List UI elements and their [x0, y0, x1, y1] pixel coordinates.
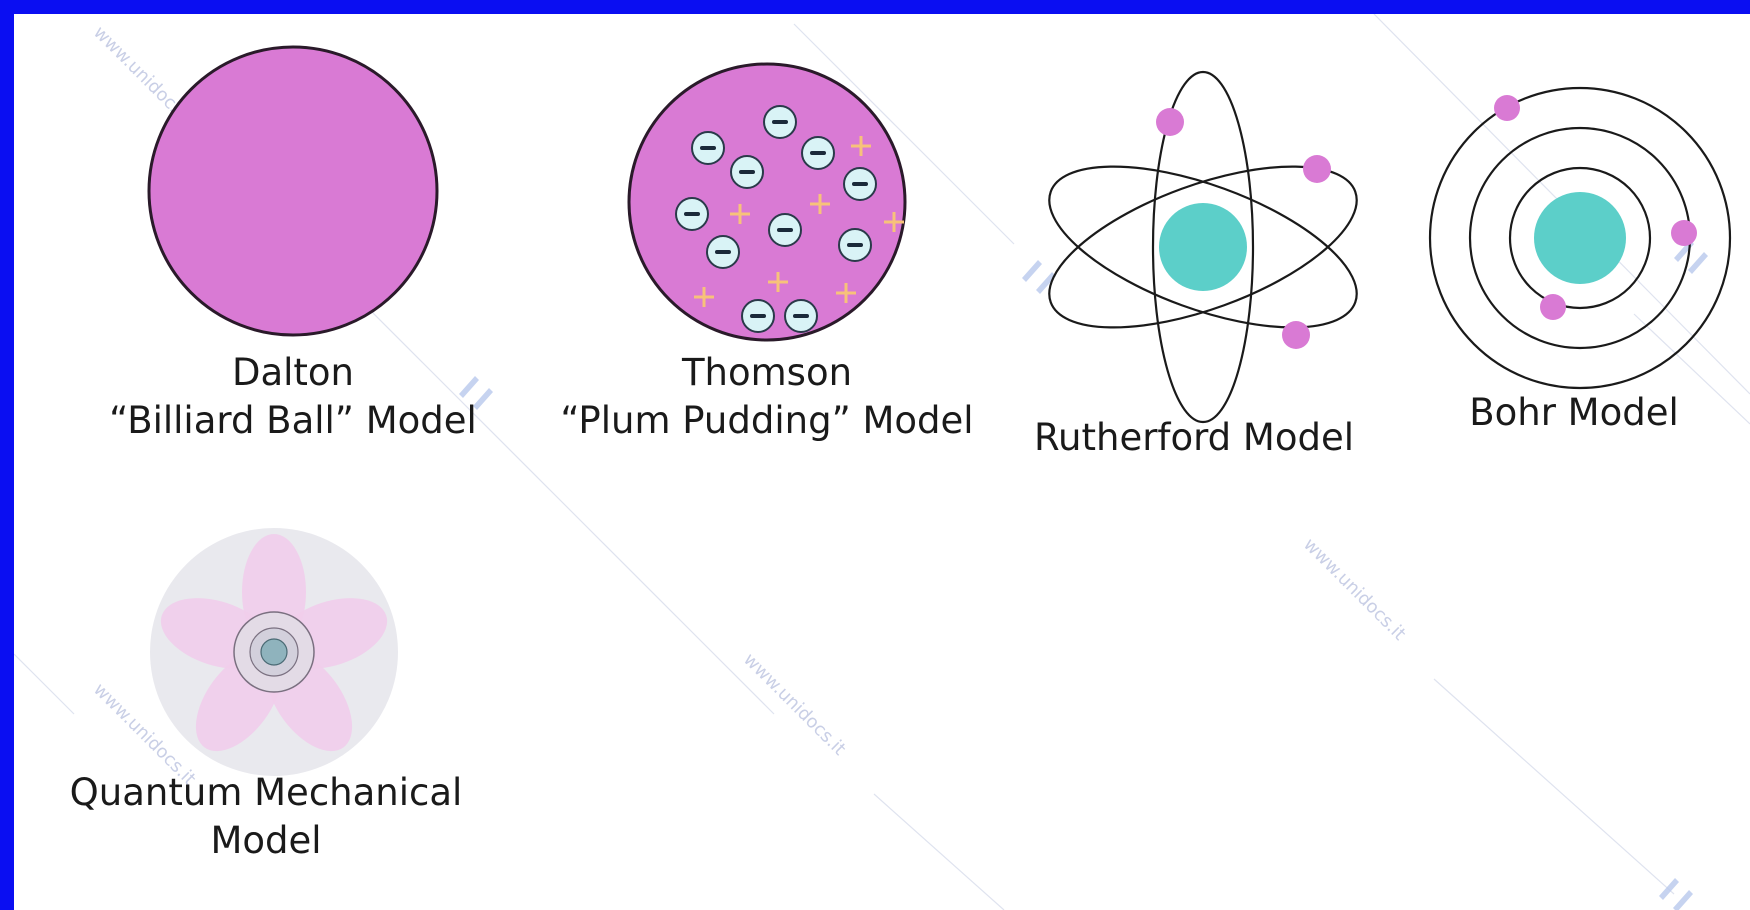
electron-orbit — [1048, 165, 1358, 329]
electron — [1156, 108, 1184, 136]
electron — [1303, 155, 1331, 183]
electron-icon — [784, 299, 818, 333]
thomson-label-line2: “Plum Pudding” Model — [560, 399, 974, 442]
electron-icon — [741, 299, 775, 333]
proton-plus-icon — [884, 212, 904, 232]
electron-orbit — [1428, 86, 1732, 390]
electron-icon — [801, 136, 835, 170]
watermark-logo — [459, 376, 493, 410]
bohr-model — [1428, 86, 1732, 390]
dalton-billiard-ball — [147, 45, 439, 337]
electron-orbit — [1048, 165, 1358, 329]
quantum-label-line2: Model — [210, 819, 322, 862]
electron-icon — [730, 155, 764, 189]
watermark-logo — [1674, 240, 1708, 274]
electron-icon — [768, 213, 802, 247]
rutherford-model — [1048, 70, 1358, 424]
nucleus — [1159, 203, 1247, 291]
electron — [1540, 294, 1566, 320]
electron-orbit — [1508, 166, 1652, 310]
nucleus — [260, 638, 288, 666]
thomson-pudding-sphere — [627, 62, 907, 342]
bohr-label-line1: Bohr Model — [1469, 391, 1679, 434]
electron — [1494, 95, 1520, 121]
dalton-label: Dalton “Billiard Ball” Model — [103, 349, 483, 445]
electron-icon — [706, 235, 740, 269]
electron-icon — [843, 167, 877, 201]
electron — [1671, 220, 1697, 246]
proton-plus-icon — [730, 204, 750, 224]
proton-plus-icon — [836, 283, 856, 303]
slide-canvas: www.unidocs.it www.unidocs.it www.unidoc… — [14, 14, 1750, 910]
watermark-logos — [459, 240, 1708, 910]
bohr-label: Bohr Model — [1434, 389, 1714, 437]
dalton-label-line2: “Billiard Ball” Model — [109, 399, 477, 442]
electron-icon — [675, 197, 709, 231]
electron-icon — [691, 131, 725, 165]
proton-plus-icon — [768, 272, 788, 292]
atomic-models-diagram — [14, 14, 1750, 910]
thomson-label: Thomson “Plum Pudding” Model — [557, 349, 977, 445]
electron-icon — [838, 228, 872, 262]
thomson-label-line1: Thomson — [681, 351, 853, 394]
dalton-model — [147, 45, 439, 337]
nucleus — [1534, 192, 1626, 284]
proton-plus-icon — [810, 194, 830, 214]
proton-plus-icon — [851, 136, 871, 156]
rutherford-label: Rutherford Model — [1014, 414, 1374, 462]
watermark-logo — [1659, 878, 1693, 910]
quantum-label-line1: Quantum Mechanical — [69, 771, 463, 814]
quantum-mechanical-model — [150, 528, 398, 776]
watermark-logo — [1022, 260, 1056, 294]
electron-icon — [763, 105, 797, 139]
quantum-label: Quantum Mechanical Model — [56, 769, 476, 865]
rutherford-label-line1: Rutherford Model — [1034, 416, 1354, 459]
proton-plus-icon — [694, 287, 714, 307]
electron — [1282, 321, 1310, 349]
dalton-label-line1: Dalton — [231, 351, 355, 394]
thomson-model — [627, 62, 907, 342]
electron-orbit — [1151, 70, 1255, 424]
